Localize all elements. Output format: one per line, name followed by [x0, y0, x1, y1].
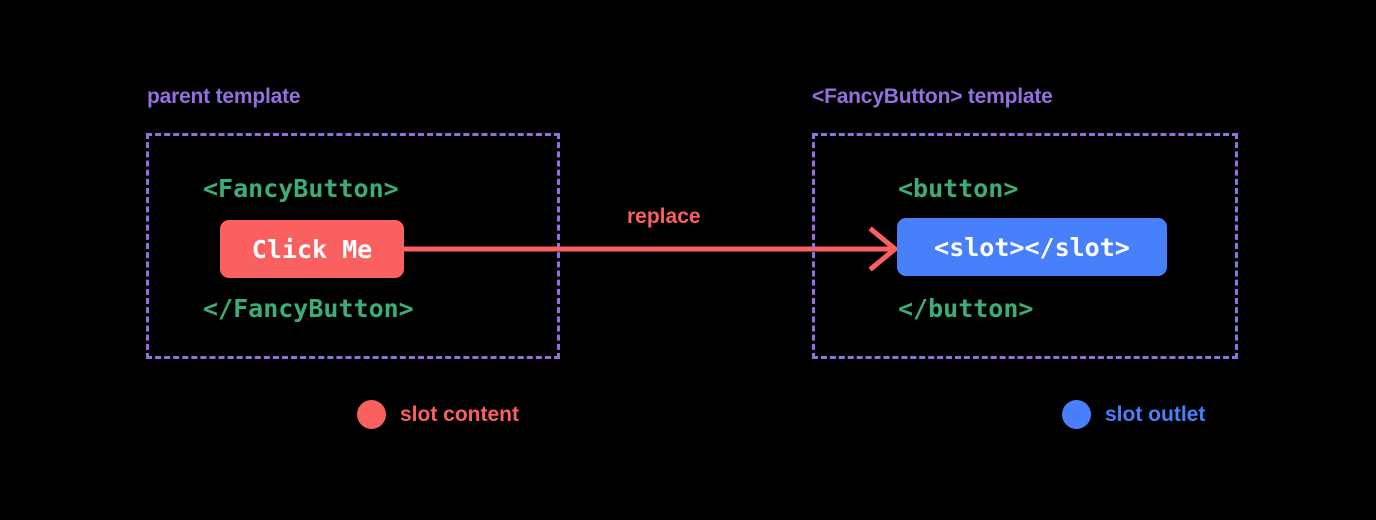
- legend-dot-slot-content-icon: [357, 400, 386, 429]
- code-open-fancybutton-tag: <FancyButton>: [203, 174, 399, 203]
- fancybutton-template-label: <FancyButton> template: [812, 85, 1053, 108]
- legend-label-slot-content: slot content: [400, 402, 519, 426]
- slot-content-chip[interactable]: Click Me: [220, 220, 404, 278]
- legend-item-slot-content: slot content: [357, 400, 519, 429]
- legend-dot-slot-outlet-icon: [1062, 400, 1091, 429]
- parent-template-label: parent template: [147, 85, 301, 108]
- replace-arrow-label: replace: [627, 205, 701, 228]
- slot-outlet-chip-label: <slot></slot>: [934, 232, 1130, 262]
- slot-outlet-chip[interactable]: <slot></slot>: [897, 218, 1167, 276]
- code-close-fancybutton-tag: </FancyButton>: [203, 294, 414, 323]
- slot-content-chip-label: Click Me: [251, 234, 373, 264]
- code-open-button-tag: <button>: [898, 174, 1019, 203]
- code-close-button-tag: </button>: [898, 294, 1034, 323]
- fancybutton-template-panel: [812, 133, 1238, 359]
- legend-label-slot-outlet: slot outlet: [1105, 402, 1206, 426]
- parent-template-panel: [146, 133, 560, 359]
- legend-item-slot-outlet: slot outlet: [1062, 400, 1205, 429]
